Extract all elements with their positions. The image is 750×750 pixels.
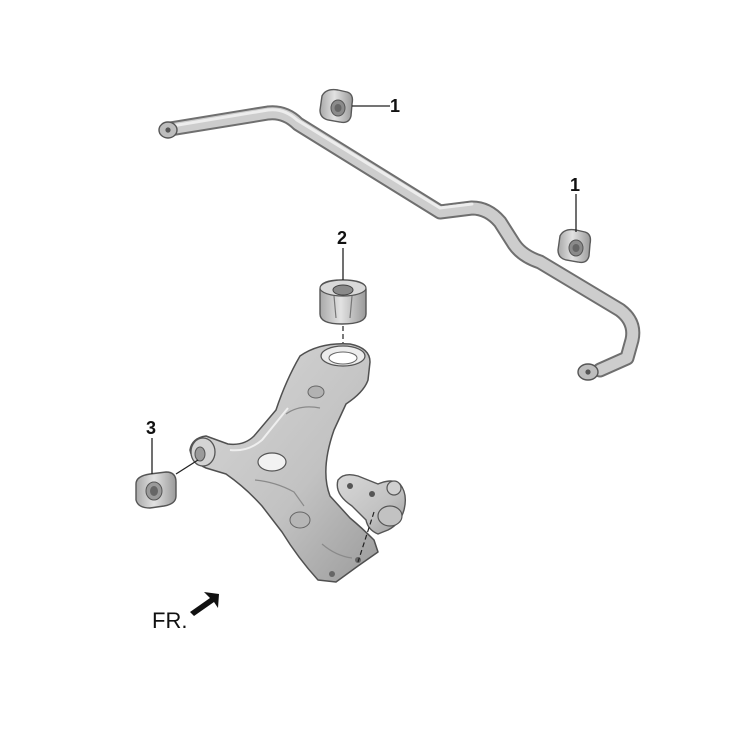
callout-label-3: 2	[337, 228, 347, 248]
stabilizer-bar-left-end	[158, 121, 178, 139]
stabilizer-bushing-upper	[319, 88, 354, 124]
assembly-line-ball-joint	[357, 511, 375, 563]
stabilizer-bar	[158, 105, 641, 381]
arrow-down-left-icon	[190, 592, 219, 616]
assembly-line-2	[175, 459, 199, 475]
callout-label-1-right: 1	[570, 175, 580, 195]
front-direction-label: FR.	[152, 608, 187, 633]
ball-joint	[336, 473, 407, 535]
lower-arm-front-bushing	[135, 471, 177, 509]
callout-label-2: 3	[146, 418, 156, 438]
stabilizer-bushing-right	[557, 228, 592, 264]
stabilizer-bar-right-end	[577, 363, 599, 381]
lower-arm-rear-bushing	[319, 279, 367, 325]
lower-control-arm	[189, 343, 379, 583]
callout-label-1-upper: 1	[390, 96, 400, 116]
